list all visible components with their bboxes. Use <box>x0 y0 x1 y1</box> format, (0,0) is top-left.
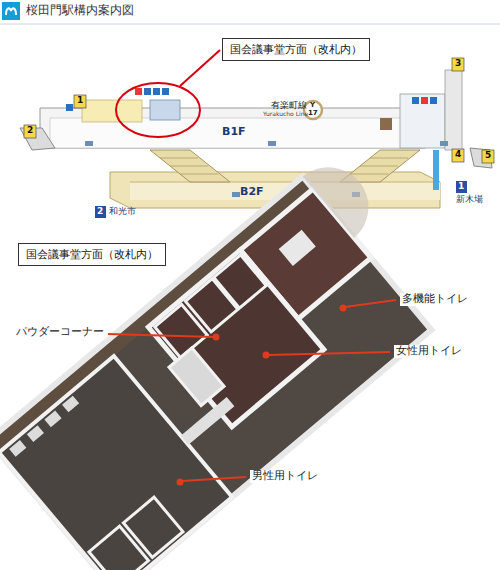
callout-box: 国会議事堂方面（改札内） <box>222 38 370 61</box>
station-number: 17 <box>308 109 318 117</box>
callout-text: 国会議事堂方面（改札内） <box>26 247 158 262</box>
map-title: 桜田門駅構内案内図 <box>26 4 134 18</box>
direction-name: 和光市 <box>109 206 136 216</box>
exit-number: 4 <box>455 149 461 159</box>
exit-number: 3 <box>455 58 461 68</box>
callout-text: 国会議事堂方面（改札内） <box>230 42 362 57</box>
direction-number: 2 <box>97 206 103 216</box>
exit-number: 1 <box>77 95 83 105</box>
line-letter: Y <box>310 101 315 109</box>
callout-box: 国会議事堂方面（改札内） <box>18 243 166 266</box>
part-label: 女性用トイレ <box>394 345 464 358</box>
toilet-floor-plan <box>0 151 462 570</box>
direction-name: 新木場 <box>456 194 483 204</box>
part-label: 男性用トイレ <box>250 470 320 483</box>
part-label: 多機能トイレ <box>400 293 470 306</box>
floor-label: B1F <box>222 126 246 139</box>
line-name: 有楽町線 <box>271 100 307 110</box>
part-label: パウダーコーナー <box>14 326 106 339</box>
direction-number: 1 <box>458 181 464 191</box>
highlight-ellipse <box>116 83 200 137</box>
line-name-en: Yurakucho Line <box>263 111 308 118</box>
floor-label: B2F <box>240 186 264 199</box>
metro-logo <box>2 2 20 20</box>
exit-number: 5 <box>485 150 491 160</box>
small-signs <box>85 141 448 197</box>
exit-number: 2 <box>27 125 33 135</box>
